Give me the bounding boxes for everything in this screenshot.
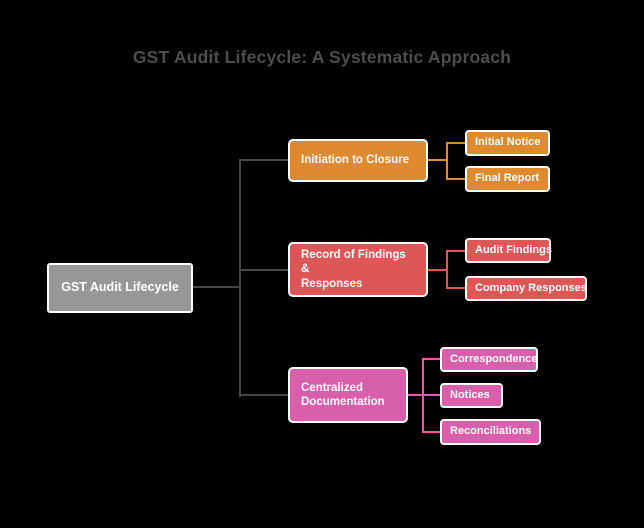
connector-branch1-horizontal	[240, 159, 288, 161]
connector-notices	[424, 394, 440, 396]
connector-company-responses	[448, 287, 465, 289]
connector-branch1-out	[428, 159, 448, 161]
connector-branch1-vertical	[446, 142, 448, 180]
connector-branch3-horizontal	[240, 394, 288, 396]
connector-correspondence	[424, 358, 440, 360]
node-gst-audit-lifecycle: GST Audit Lifecycle	[47, 263, 193, 313]
node-label: GST Audit Lifecycle	[61, 280, 179, 295]
node-label: Final Report	[475, 172, 540, 185]
connector-audit-findings	[448, 250, 465, 252]
node-audit-findings: Audit Findings	[465, 238, 552, 263]
node-initial-notice: Initial Notice	[465, 130, 550, 156]
node-label: Notices	[450, 388, 490, 401]
node-notices: Notices	[440, 383, 503, 408]
connector-root-horizontal	[193, 286, 240, 288]
node-label: Reconciliations	[450, 425, 532, 438]
node-record-of-findings-responses: Record of Findings & Responses	[288, 242, 428, 297]
node-reconciliations: Reconciliations	[440, 419, 541, 445]
connector-branch3-vertical	[422, 358, 424, 433]
connector-initial-notice	[448, 142, 465, 144]
node-label: Initial Notice	[475, 136, 541, 149]
connector-branch2-horizontal	[240, 269, 288, 271]
node-label: Centralized Documentation	[301, 381, 385, 408]
node-label: Correspondence	[450, 352, 538, 365]
node-final-report: Final Report	[465, 166, 550, 192]
node-label: Initiation to Closure	[301, 154, 409, 167]
connector-trunk-vertical	[239, 159, 241, 397]
node-initiation-to-closure: Initiation to Closure	[288, 139, 428, 182]
node-label: Record of Findings & Responses	[301, 248, 406, 290]
node-company-responses: Company Responses	[465, 276, 587, 301]
diagram-title: GST Audit Lifecycle: A Systematic Approa…	[132, 47, 512, 67]
connector-reconciliations	[424, 431, 440, 433]
connector-branch2-out	[428, 269, 448, 271]
node-centralized-documentation: Centralized Documentation	[288, 367, 408, 423]
connector-branch2-vertical	[446, 250, 448, 289]
connector-final-report	[448, 178, 465, 180]
node-label: Company Responses	[475, 281, 587, 294]
connector-branch3-out	[408, 394, 424, 396]
node-label: Audit Findings	[475, 243, 552, 256]
node-correspondence: Correspondence	[440, 347, 538, 372]
